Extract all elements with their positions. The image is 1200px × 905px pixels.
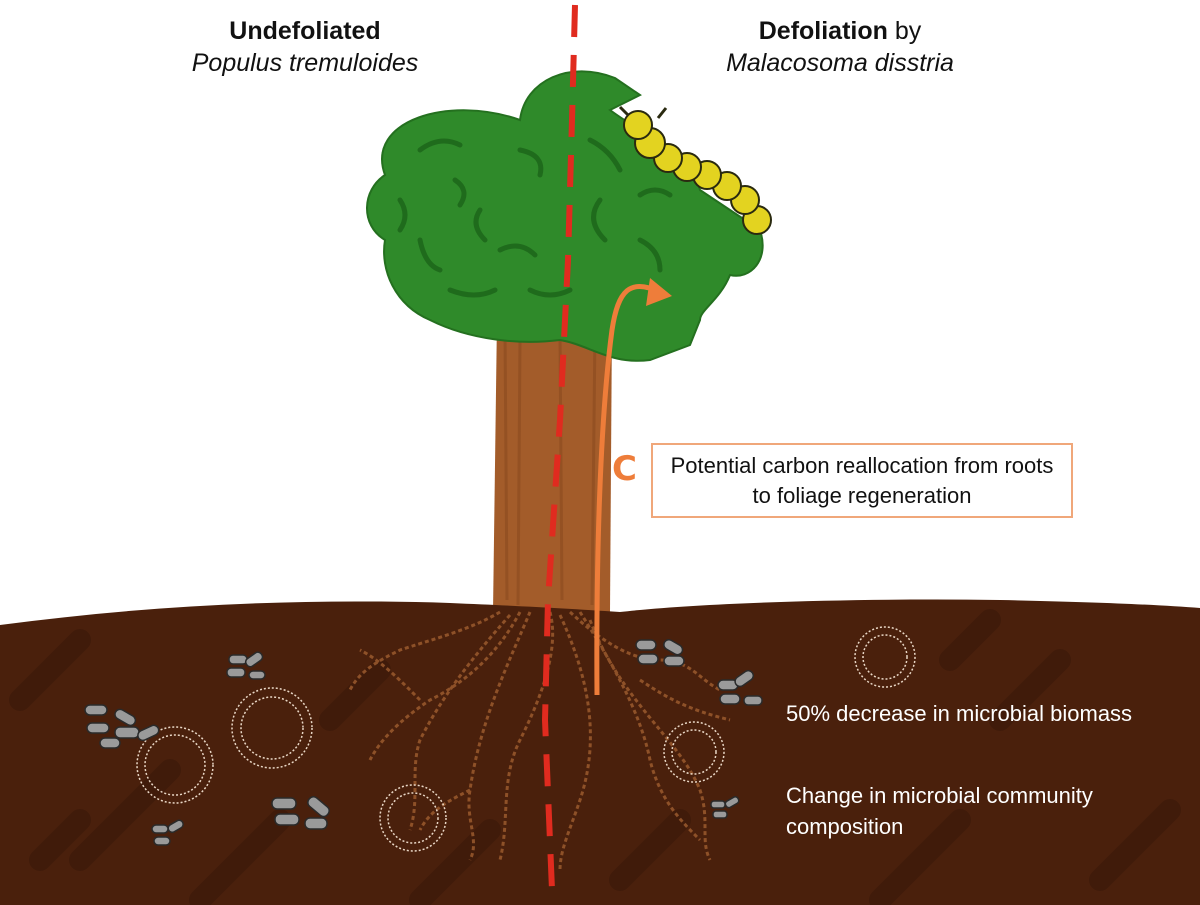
carbon-reallocation-callout: Potential carbon reallocation from roots… bbox=[651, 443, 1073, 518]
header-defoliation-by: by bbox=[894, 17, 922, 45]
carbon-arrow bbox=[594, 278, 672, 696]
tree-canopy bbox=[366, 70, 764, 362]
tree-trunk bbox=[493, 318, 612, 612]
soil-effect-community: Change in microbial community compositio… bbox=[786, 783, 1093, 839]
caterpillar-icon bbox=[618, 105, 772, 235]
soil bbox=[0, 599, 1200, 905]
header-defoliation-species: Malacosoma disstria bbox=[726, 49, 954, 77]
header-defoliation-title: Defoliation bbox=[758, 17, 888, 45]
header-defoliation: Defoliation by Malacosoma disstria bbox=[680, 15, 1000, 79]
carbon-symbol: C bbox=[612, 449, 637, 489]
header-undefoliated: Undefoliated Populus tremuloides bbox=[150, 15, 460, 79]
soil-effect-biomass: 50% decrease in microbial biomass bbox=[786, 701, 1133, 726]
fungal-rings bbox=[136, 626, 916, 852]
header-undefoliated-species: Populus tremuloides bbox=[191, 49, 419, 77]
bacteria-clusters bbox=[84, 638, 763, 846]
divider-line bbox=[541, 4, 578, 891]
tree-roots bbox=[348, 610, 731, 871]
callout-text: Potential carbon reallocation from roots… bbox=[670, 452, 1054, 508]
header-undefoliated-title: Undefoliated bbox=[229, 17, 381, 45]
